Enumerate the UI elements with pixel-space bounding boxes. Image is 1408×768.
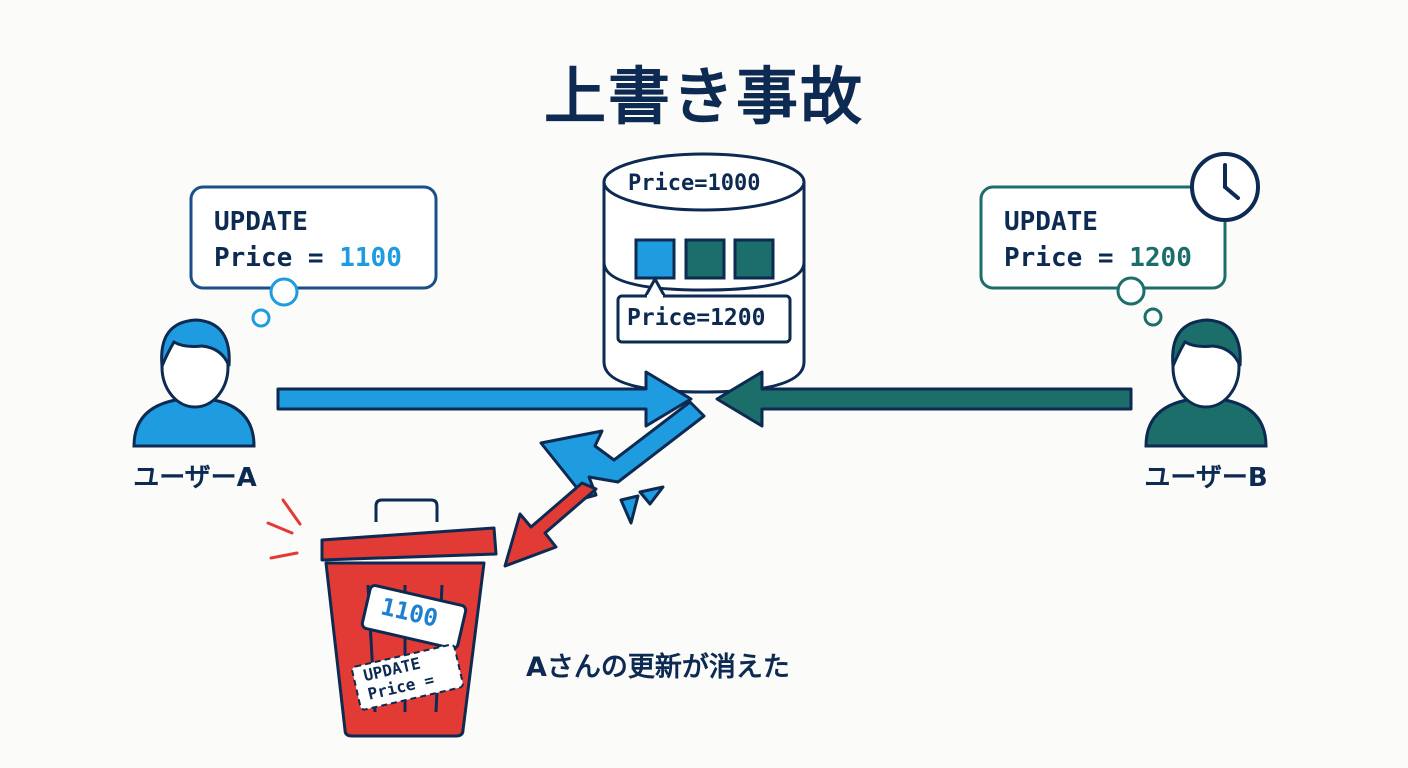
bubble-b-prefix: Price = [1004,243,1130,273]
bubble-a-text: UPDATE Price = 1100 [214,204,402,276]
arrow-user-a-to-db [276,370,693,428]
user-b-avatar-icon [1144,318,1268,448]
trash-can-icon [266,498,498,738]
discarded-card-update [351,643,464,711]
arrow-user-b-to-db [715,370,1133,428]
bubble-b-line2: Price = 1200 [1004,240,1192,276]
bubble-a-prefix: Price = [214,243,340,273]
bubble-b-text: UPDATE Price = 1200 [1004,204,1192,276]
deflected-arrow [539,400,706,525]
bubble-a-line2: Price = 1100 [214,240,402,276]
db-record-teal-1 [684,238,726,280]
bubble-b-line1: UPDATE [1004,207,1098,237]
bubble-b-value: 1200 [1129,243,1192,273]
user-b-label: ユーザーB [1144,463,1268,493]
database-icon [602,152,806,394]
discarded-card-1100 [360,584,468,650]
page-title: 上書き事故 [543,60,864,133]
bubble-a-line1: UPDATE [214,207,308,237]
bubble-a-value: 1100 [339,243,402,273]
red-arrow-to-trash [503,481,598,568]
db-result-label: Price=1200 [627,305,766,331]
user-a-label: ユーザーA [133,463,257,493]
user-a-avatar-icon [132,318,256,448]
speech-bubble-b [979,185,1227,327]
db-top-label: Price=1000 [628,171,761,196]
clock-icon [1190,152,1260,222]
caption: Aさんの更新が消えた [526,652,790,683]
db-record-teal-2 [733,238,775,280]
speech-bubble-a [189,185,438,328]
db-result-box [616,294,792,344]
db-record-blue [634,238,676,280]
